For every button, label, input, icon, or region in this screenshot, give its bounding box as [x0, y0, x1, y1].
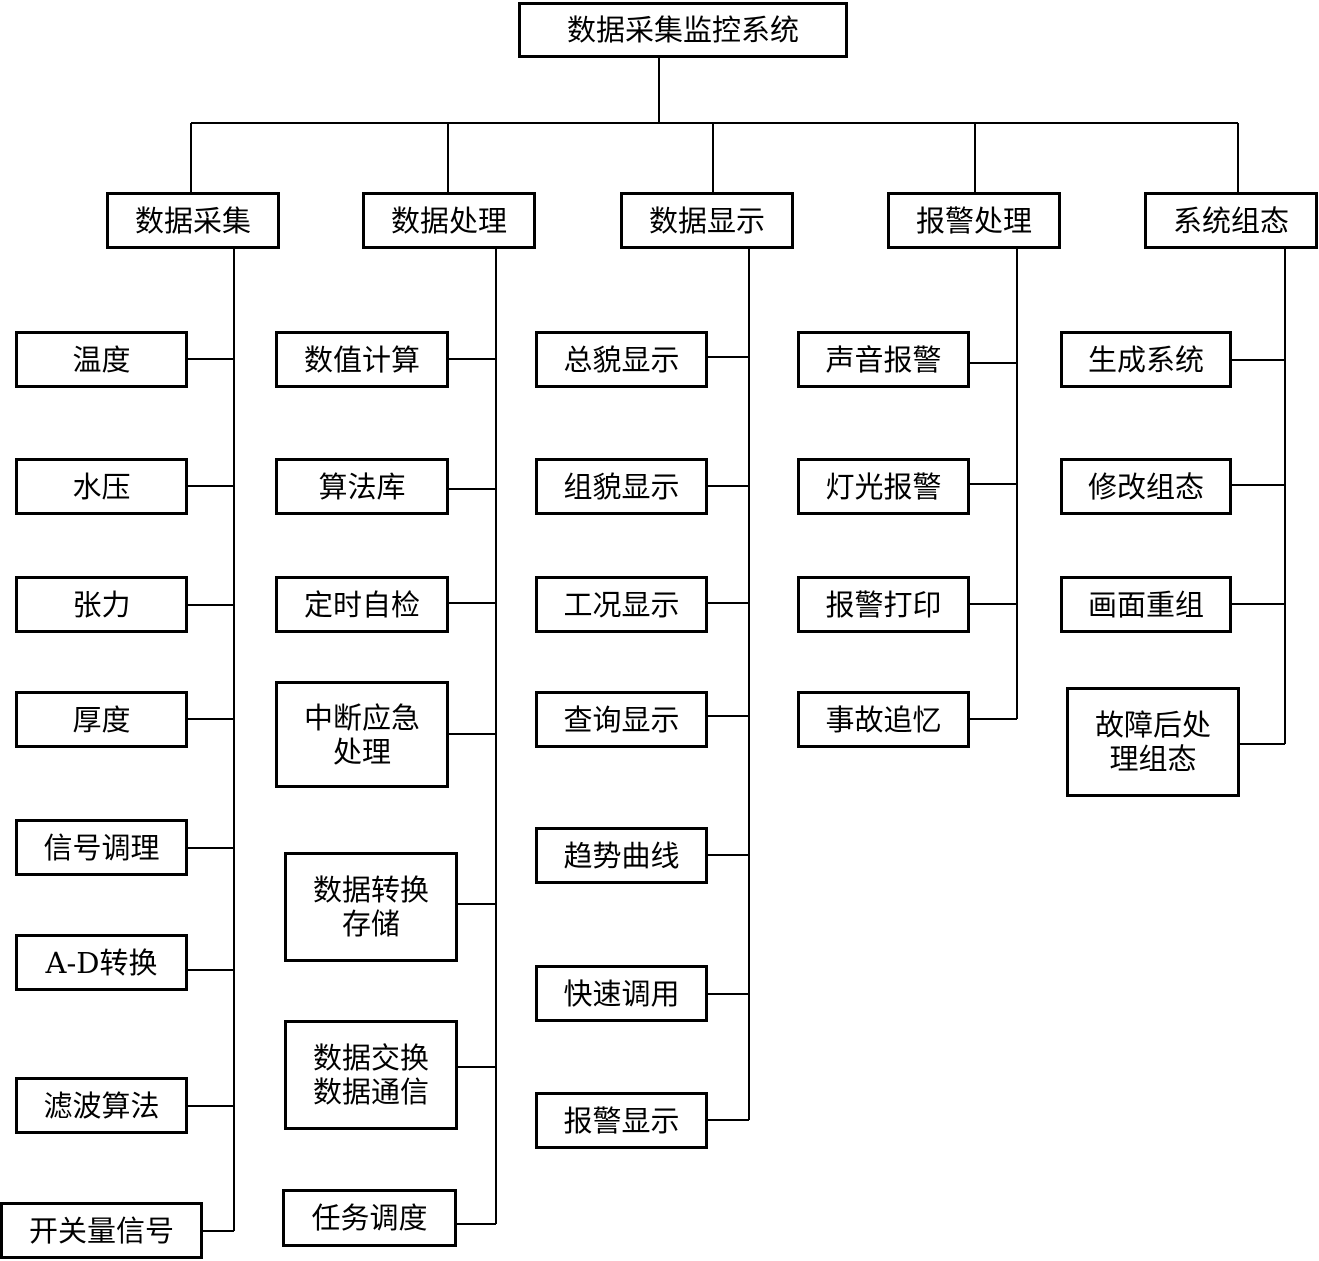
category-node-data-processing: 数据处理 [362, 192, 536, 249]
item-node: 定时自检 [275, 576, 449, 633]
category-node-data-display: 数据显示 [620, 192, 794, 249]
item-node: 温度 [15, 331, 188, 388]
item-node: 滤波算法 [15, 1077, 188, 1134]
root-node: 数据采集监控系统 [518, 2, 848, 58]
item-node: 画面重组 [1060, 576, 1232, 633]
item-node: 任务调度 [282, 1189, 457, 1247]
item-node: 灯光报警 [797, 458, 970, 515]
item-node: 算法库 [275, 458, 449, 515]
item-node: 信号调理 [15, 819, 188, 876]
item-node: 工况显示 [535, 576, 708, 633]
item-node: 数据交换 数据通信 [284, 1020, 458, 1130]
item-node: 查询显示 [535, 691, 708, 748]
category-node-alarm-processing: 报警处理 [887, 192, 1061, 249]
item-node: 开关量信号 [0, 1202, 203, 1259]
item-node: 张力 [15, 576, 188, 633]
item-node: 报警打印 [797, 576, 970, 633]
item-node: 水压 [15, 458, 188, 515]
item-node: 故障后处 理组态 [1066, 687, 1240, 797]
item-node: 趋势曲线 [535, 827, 708, 884]
item-node: 中断应急 处理 [275, 681, 449, 788]
category-node-system-configuration: 系统组态 [1144, 192, 1318, 249]
item-node: 数值计算 [275, 331, 449, 388]
category-node-data-acquisition: 数据采集 [106, 192, 280, 249]
item-node: 生成系统 [1060, 331, 1232, 388]
item-node: A-D转换 [15, 934, 188, 991]
item-node: 修改组态 [1060, 458, 1232, 515]
item-node: 快速调用 [535, 965, 708, 1022]
item-node: 报警显示 [535, 1092, 708, 1149]
item-node: 组貌显示 [535, 458, 708, 515]
item-node: 总貌显示 [535, 331, 708, 388]
item-node: 厚度 [15, 691, 188, 748]
item-node: 事故追忆 [797, 691, 970, 748]
item-node: 声音报警 [797, 331, 970, 388]
item-node: 数据转换 存储 [284, 852, 458, 962]
